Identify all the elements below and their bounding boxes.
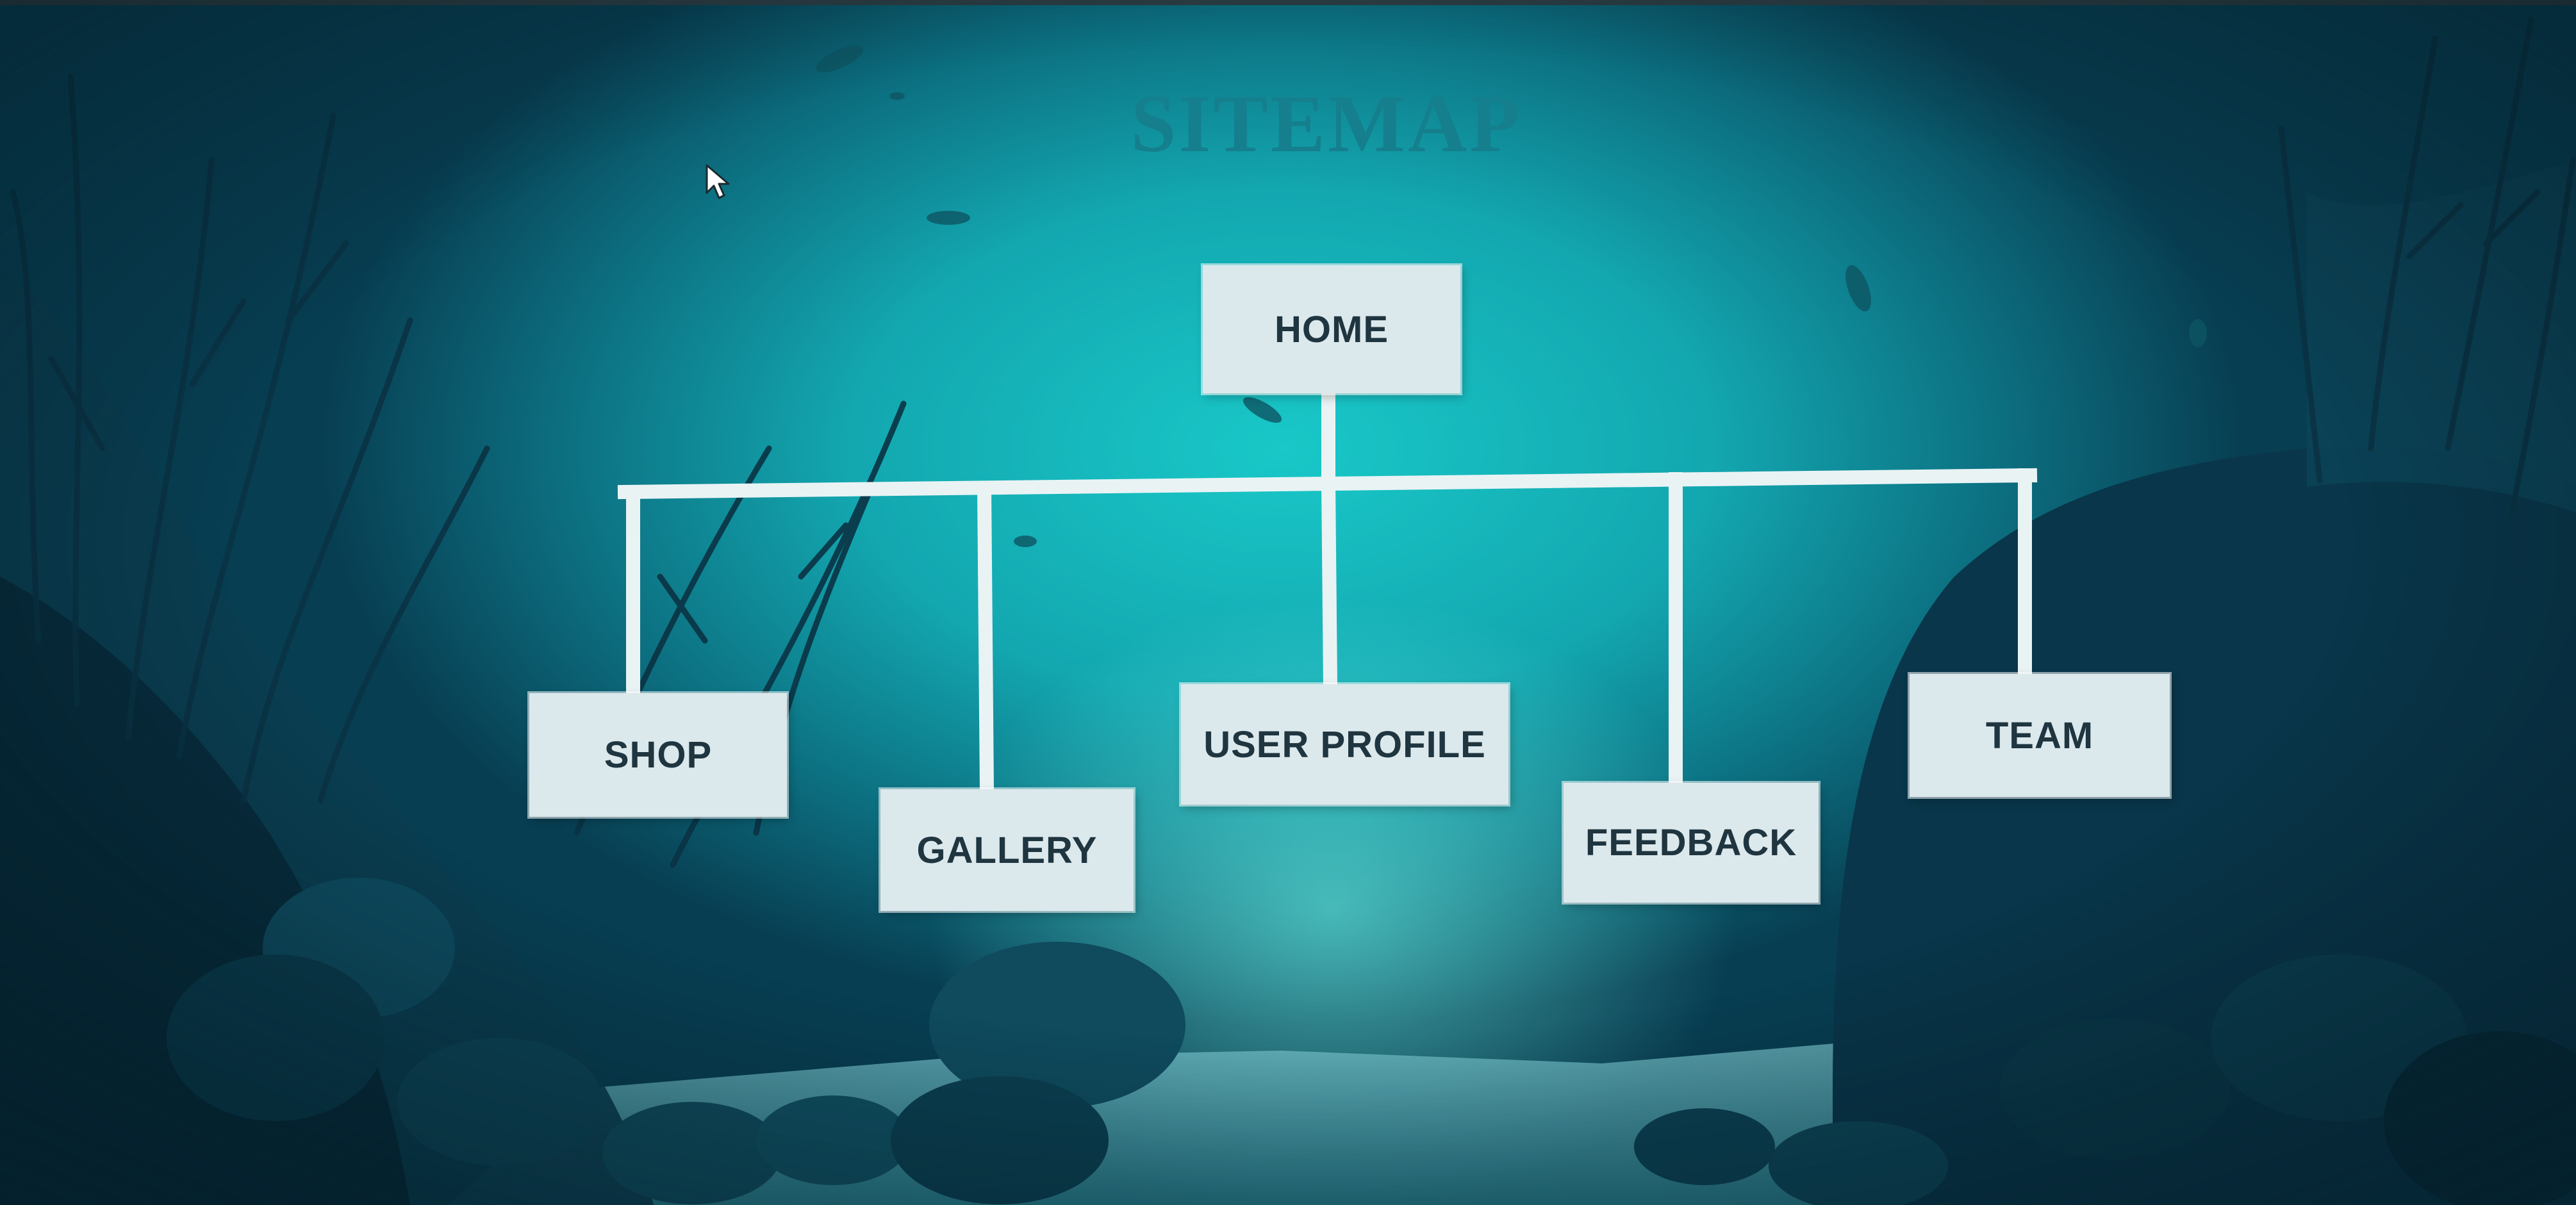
node-team[interactable]: TEAM: [1910, 674, 2170, 797]
node-feedback[interactable]: FEEDBACK: [1564, 783, 1819, 903]
node-home-label: HOME: [1275, 308, 1389, 350]
node-user-profile-label: USER PROFILE: [1203, 723, 1486, 766]
node-user-profile[interactable]: USER PROFILE: [1181, 684, 1508, 805]
node-gallery-label: GALLERY: [916, 829, 1098, 871]
node-shop[interactable]: SHOP: [529, 693, 787, 817]
node-gallery[interactable]: GALLERY: [880, 789, 1134, 911]
sitemap-title: SITEMAP: [1130, 78, 1523, 169]
node-shop-label: SHOP: [604, 734, 713, 776]
node-feedback-label: FEEDBACK: [1585, 822, 1797, 864]
mouse-pointer-icon: [706, 164, 730, 199]
connector-user-profile: [1321, 474, 1338, 692]
node-home[interactable]: HOME: [1203, 265, 1460, 393]
connector-gallery: [977, 480, 995, 797]
node-team-label: TEAM: [1985, 714, 2094, 757]
